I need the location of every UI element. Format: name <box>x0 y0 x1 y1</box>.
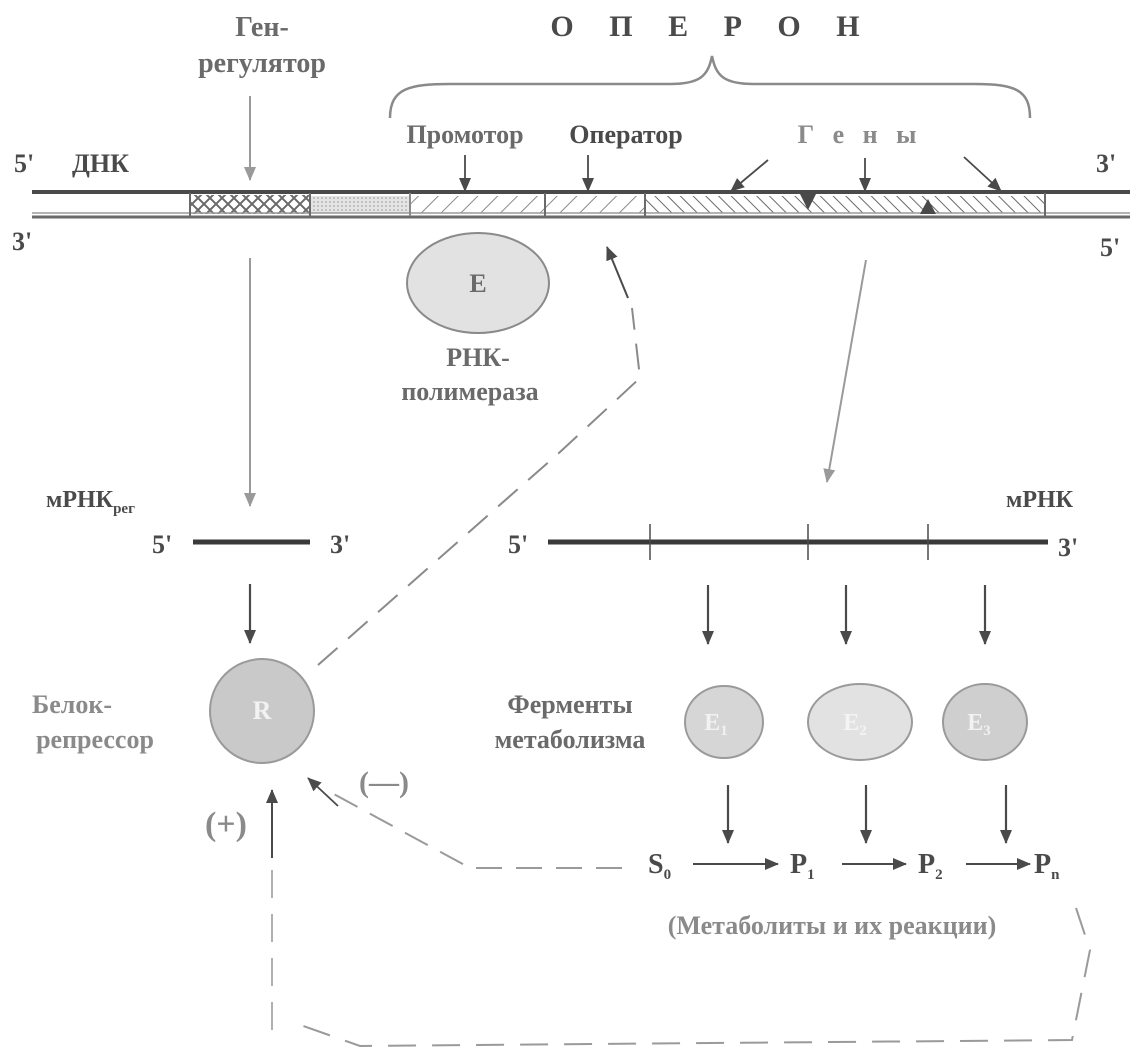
dna-double-strand <box>32 190 1130 219</box>
mrna-label: мРНК <box>1006 487 1074 513</box>
positive-sign: (+) <box>205 806 247 843</box>
metabolite-s0: S0 <box>648 849 671 883</box>
arrow-negative-regulation <box>307 777 339 807</box>
arrow-gene-3 <box>963 156 1002 192</box>
metabolite-p1: P1 <box>790 849 815 883</box>
dna-bottom-left-end: 3' <box>12 227 32 256</box>
enzyme-e2-ellipse <box>807 683 913 761</box>
dna-label: ДНК <box>72 149 129 178</box>
rna-polymerase-label-line1: РНК- <box>446 343 510 372</box>
enzyme-e1-symbol: E1 <box>704 710 728 739</box>
dashed-metabolite-to-repressor <box>329 791 622 869</box>
metabolite-pn: Pn <box>1034 849 1060 883</box>
dna-top-left-end: 5' <box>14 149 34 178</box>
promoter-segment <box>410 196 545 213</box>
mrna-5-end: 5' <box>508 530 528 559</box>
repressor-symbol: R <box>253 696 272 725</box>
structural-gene-1-segment <box>645 196 808 213</box>
enzyme-e3-symbol: E3 <box>967 710 991 739</box>
operon-brace <box>388 55 1032 119</box>
arrow-repressor-binds-operator <box>606 246 629 299</box>
metabolite-p2: P2 <box>918 849 943 883</box>
repressor-label-line1: Белок- <box>32 690 112 719</box>
spacer-segment <box>310 196 410 213</box>
structural-gene-2-segment <box>808 196 928 213</box>
structural-gene-3-segment <box>928 196 1045 213</box>
repressor-label-line2: репрессор <box>36 725 154 754</box>
mrna-reg-5-end: 5' <box>152 530 172 559</box>
enzymes-label-line2: метаболизма <box>495 725 646 754</box>
regulator-gene-segment <box>190 195 310 214</box>
mrna-reg-3-end: 3' <box>330 530 350 559</box>
dna-top-right-end: 3' <box>1096 149 1116 178</box>
dna-bottom-right-end: 5' <box>1100 233 1120 262</box>
enzyme-e2-symbol: E2 <box>843 710 867 739</box>
negative-sign: (—) <box>359 766 409 799</box>
rna-polymerase-symbol: E <box>469 269 486 298</box>
operon-title: О П Е Р О Н <box>550 10 873 43</box>
promoter-label: Промотор <box>406 120 523 149</box>
mrna-reg-label: мРНКрег <box>46 487 135 517</box>
operator-segment <box>545 196 645 213</box>
arrow-gene-1 <box>730 159 769 192</box>
dashed-product-feedback-loop <box>291 907 1092 1048</box>
operator-label: Оператор <box>569 120 682 149</box>
mrna-3-end: 3' <box>1058 533 1078 562</box>
enzyme-e1-ellipse <box>684 685 764 759</box>
enzymes-label-line1: Ферменты <box>507 690 632 719</box>
repressor-circle <box>209 658 315 764</box>
regulator-gene-label-line1: Ген- <box>235 12 289 43</box>
genes-label: Г е н ы <box>798 120 923 149</box>
metabolites-caption: (Метаболиты и их реакции) <box>668 911 996 940</box>
regulator-gene-label-line2: регулятор <box>198 48 326 79</box>
mrna-strand <box>548 524 1048 560</box>
rna-polymerase-label-line2: полимераза <box>401 377 538 406</box>
arrow-transcription-operon <box>823 259 867 483</box>
rna-polymerase-ellipse <box>406 232 550 334</box>
enzyme-e3-ellipse <box>942 683 1028 761</box>
dashed-repressor-to-operator <box>317 307 642 666</box>
